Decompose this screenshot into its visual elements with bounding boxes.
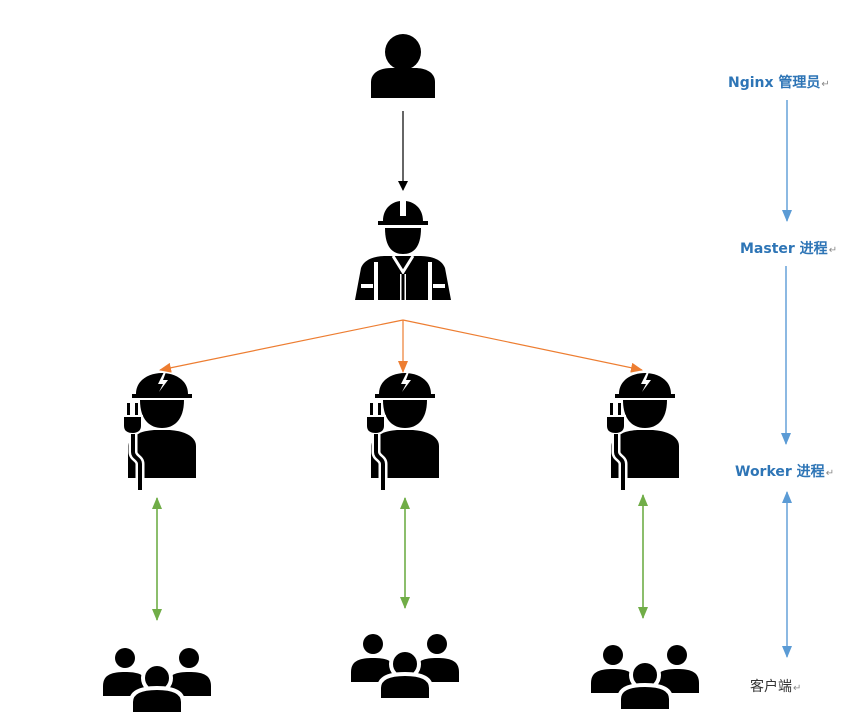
client-group-icon-3 <box>589 643 701 713</box>
worker-electrician-icon-3 <box>606 372 679 490</box>
master-to-worker-arrow-1 <box>159 319 404 373</box>
admin-label: Nginx 管理员↵ <box>728 72 830 92</box>
return-mark: ↵ <box>828 245 838 256</box>
master-label: Master 进程↵ <box>740 238 837 258</box>
master-to-worker-arrow-3 <box>402 319 643 373</box>
return-mark: ↵ <box>825 468 835 479</box>
admin-label-text: Nginx 管理员 <box>728 75 821 91</box>
worker-electrician-icon-2 <box>366 372 439 490</box>
construction-worker-icon <box>355 199 451 300</box>
client-group-icon-1 <box>101 646 213 716</box>
worker-label-text: Worker 进程 <box>735 464 825 480</box>
return-mark: ↵ <box>821 79 830 90</box>
worker-label: Worker 进程↵ <box>735 461 834 481</box>
worker-electrician-icon-1 <box>123 372 196 490</box>
client-group-icon-2 <box>349 632 461 702</box>
return-mark: ↵ <box>793 683 802 694</box>
master-label-text: Master 进程 <box>740 241 828 257</box>
user-icon <box>371 34 435 98</box>
client-label: 客户端↵ <box>750 676 801 696</box>
client-label-text: 客户端 <box>750 679 792 695</box>
